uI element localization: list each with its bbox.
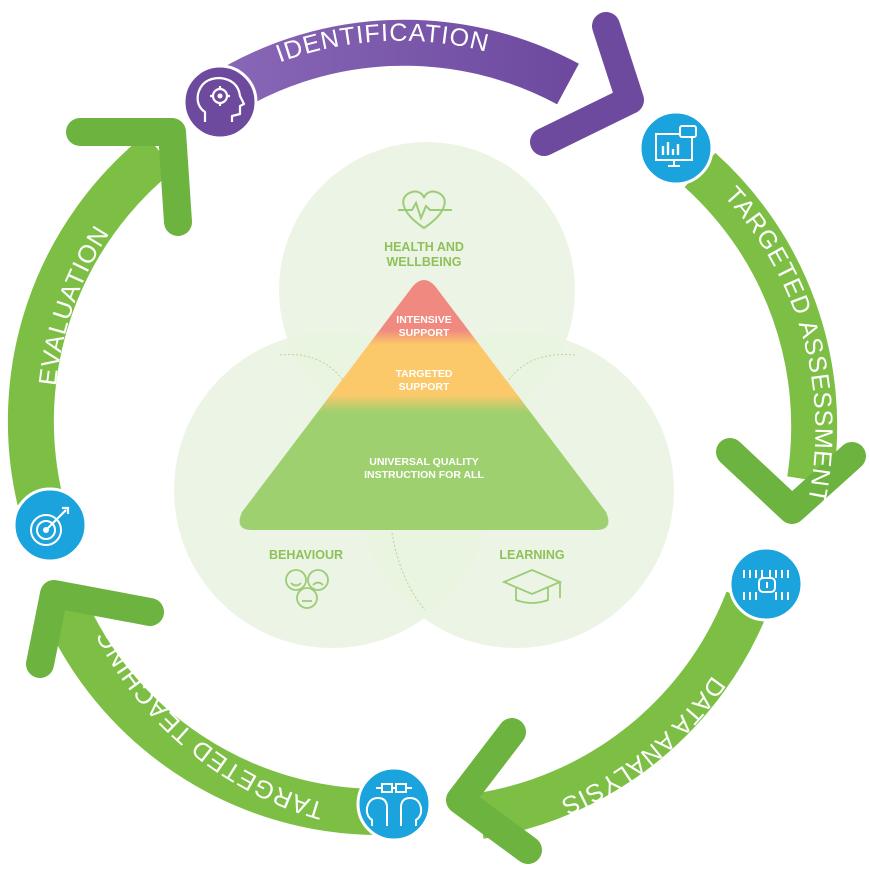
heart-pulse-icon <box>398 190 452 230</box>
pyramid-tier-intensive-line1: INTENSIVE <box>396 314 451 326</box>
graduation-cap-icon <box>501 569 563 604</box>
arrow-evaluation <box>7 118 192 506</box>
faces-icon <box>285 569 329 609</box>
venn-overlap-outline <box>279 354 353 396</box>
stage-label-data-analysis: DATA ANALYSIS <box>557 672 731 821</box>
arrow-targeted-teaching <box>26 580 379 835</box>
pyramid-tier-intensive-line2: SUPPORT <box>399 327 450 339</box>
venn-label-health-line1: HEALTH AND <box>384 240 464 254</box>
support-pyramid: INTENSIVE SUPPORT TARGETED SUPPORT UNIVE… <box>239 280 609 530</box>
venn-overlap-outline <box>391 532 426 611</box>
head-gear-icon <box>182 64 258 140</box>
pyramid-tier-universal-line2: INSTRUCTION FOR ALL <box>364 469 484 481</box>
pyramid-tier-targeted-line1: TARGETED <box>396 368 453 380</box>
arrow-data-analysis <box>446 591 770 864</box>
binary-data-icon <box>728 546 804 622</box>
venn-label-learning: LEARNING <box>499 548 564 562</box>
target-arrow-icon <box>12 487 88 563</box>
pyramid-tier-targeted-line2: SUPPORT <box>399 381 450 393</box>
arrow-targeted-assessment <box>684 152 866 524</box>
pyramid-tier-universal-line1: UNIVERSAL QUALITY <box>369 456 478 468</box>
venn-label-behaviour: BEHAVIOUR <box>269 548 343 562</box>
people-connect-icon <box>356 766 432 842</box>
arrow-identification <box>201 12 644 156</box>
pyramid-shape <box>239 280 609 530</box>
monitor-chart-icon <box>638 110 714 186</box>
venn-label-health-line2: WELLBEING <box>387 255 462 269</box>
